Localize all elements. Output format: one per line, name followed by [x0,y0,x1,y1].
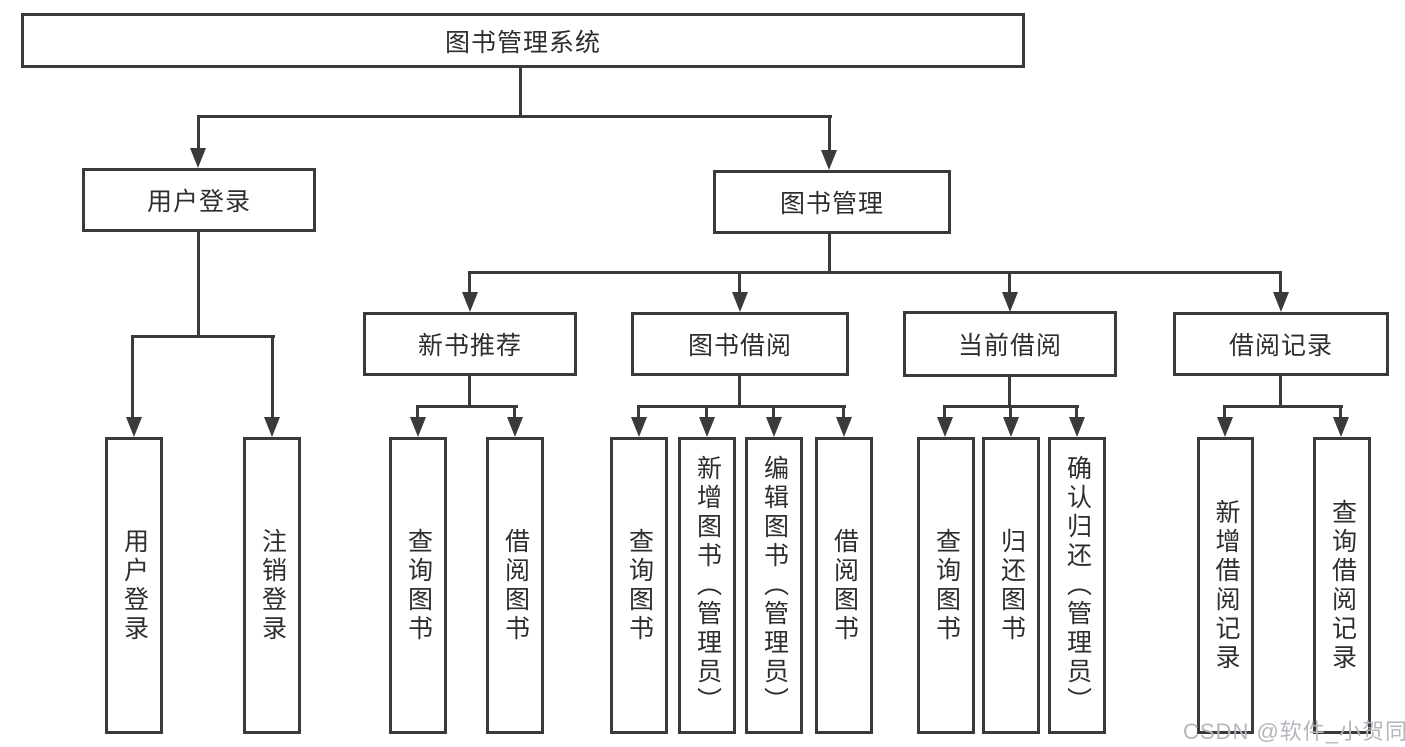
node-book-management: 图书管理 [713,170,951,234]
connector-drop-current-confirm [1075,405,1078,421]
leaf-current-return-books: 归还图书 [982,437,1040,734]
leaf-borrowing-query-books: 查询图书 [610,437,668,734]
connector-drop-book-borrowing [738,271,741,294]
leaf-user-login-label: 用户登录 [120,527,149,644]
connector-new-book-hline [417,405,518,408]
connector-user-login-hline [132,335,275,338]
connector-drop-records-query [1339,405,1342,421]
arrow-logout-icon [264,417,280,437]
connector-drop-current-query [943,405,946,421]
leaf-borrowing-edit-books-admin: 编辑图书（管理员） [745,437,803,734]
arrow-records-query-icon [1333,417,1349,437]
arrow-current-borrowing-icon [1002,292,1018,312]
connector-borrowing-hline [637,405,846,408]
leaf-recommend-query-books: 查询图书 [389,437,447,734]
arrow-borrowing-query-icon [631,417,647,437]
node-current-borrowing: 当前借阅 [903,311,1117,377]
arrow-borrowing-borrow-icon [836,417,852,437]
connector-drop-borrowing-query [637,405,640,421]
arrow-current-query-icon [937,417,953,437]
connector-drop-borrowing-add [705,405,708,421]
arrow-login-icon [126,417,142,437]
connector-drop-recommend-borrow [513,405,516,421]
leaf-current-confirm-return-admin-label: 确认归还（管理员） [1063,455,1092,716]
arrow-borrowing-edit-icon [766,417,782,437]
node-root: 图书管理系统 [21,13,1025,68]
connector-drop-records-add [1223,405,1226,421]
leaf-user-login: 用户登录 [105,437,163,734]
leaf-current-query-books: 查询图书 [917,437,975,734]
connector-drop-current-return [1009,405,1012,421]
arrow-current-return-icon [1003,417,1019,437]
leaf-recommend-borrow-books: 借阅图书 [486,437,544,734]
arrow-current-confirm-icon [1069,417,1085,437]
connector-book-management-stub [828,234,831,274]
leaf-borrowing-add-books-admin-label: 新增图书（管理员） [693,455,722,716]
connector-new-book-stub [468,376,471,407]
leaf-records-query: 查询借阅记录 [1313,437,1371,734]
arrow-records-add-icon [1217,417,1233,437]
connector-borrowing-stub [738,376,741,407]
leaf-borrowing-add-books-admin: 新增图书（管理员） [678,437,736,734]
connector-level3-hline [469,271,1282,274]
arrow-user-login-icon [190,148,206,168]
leaf-current-query-books-label: 查询图书 [932,527,961,644]
node-user-login: 用户登录 [82,168,316,232]
csdn-watermark: CSDN @软件_小贺同学 [1183,719,1405,744]
arrow-book-management-icon [821,150,837,170]
node-new-book-recommend-label: 新书推荐 [417,332,522,360]
leaf-borrowing-borrow-books-label: 借阅图书 [830,527,859,644]
connector-drop-logout [271,335,274,419]
node-book-borrowing: 图书借阅 [631,312,849,376]
connector-current-stub [1008,377,1011,407]
leaf-borrowing-edit-books-admin-label: 编辑图书（管理员） [760,455,789,716]
node-new-book-recommend: 新书推荐 [363,312,577,376]
connector-drop-user-login [197,115,200,150]
connector-level2-hline [197,115,832,118]
connector-user-login-stub [197,232,200,337]
leaf-records-add-label: 新增借阅记录 [1212,498,1240,673]
connector-drop-new-book [468,271,471,294]
arrow-borrowing-add-icon [699,417,715,437]
leaf-recommend-query-books-label: 查询图书 [404,527,433,644]
leaf-recommend-borrow-books-label: 借阅图书 [501,527,530,644]
leaf-current-return-books-label: 归还图书 [997,527,1026,644]
arrow-borrowing-records-icon [1273,292,1289,312]
connector-drop-book-management [828,115,831,152]
node-current-borrowing-label: 当前借阅 [957,332,1062,360]
connector-drop-login [131,335,134,419]
leaf-logout: 注销登录 [243,437,301,734]
leaf-logout-label: 注销登录 [258,527,287,644]
node-borrowing-records: 借阅记录 [1173,312,1389,376]
leaf-records-add: 新增借阅记录 [1197,437,1254,734]
arrow-new-book-icon [462,292,478,312]
connector-records-hline [1224,405,1343,408]
connector-drop-recommend-query [416,405,419,421]
connector-drop-borrowing-records [1279,271,1282,294]
leaf-current-confirm-return-admin: 确认归还（管理员） [1048,437,1106,734]
connector-drop-borrowing-borrow [842,405,845,421]
connector-records-stub [1279,376,1282,407]
connector-root-stub [519,67,522,118]
node-user-login-label: 用户登录 [146,188,251,216]
connector-drop-borrowing-edit [772,405,775,421]
arrow-recommend-borrow-icon [507,417,523,437]
connector-drop-current-borrowing [1008,271,1011,294]
node-root-label: 图书管理系统 [444,28,601,57]
arrow-recommend-query-icon [410,417,426,437]
node-borrowing-records-label: 借阅记录 [1228,332,1333,360]
arrow-book-borrowing-icon [732,292,748,312]
leaf-borrowing-borrow-books: 借阅图书 [815,437,873,734]
leaf-records-query-label: 查询借阅记录 [1328,498,1357,673]
leaf-borrowing-query-books-label: 查询图书 [625,527,654,644]
node-book-management-label: 图书管理 [779,190,884,218]
node-book-borrowing-label: 图书借阅 [687,332,792,360]
